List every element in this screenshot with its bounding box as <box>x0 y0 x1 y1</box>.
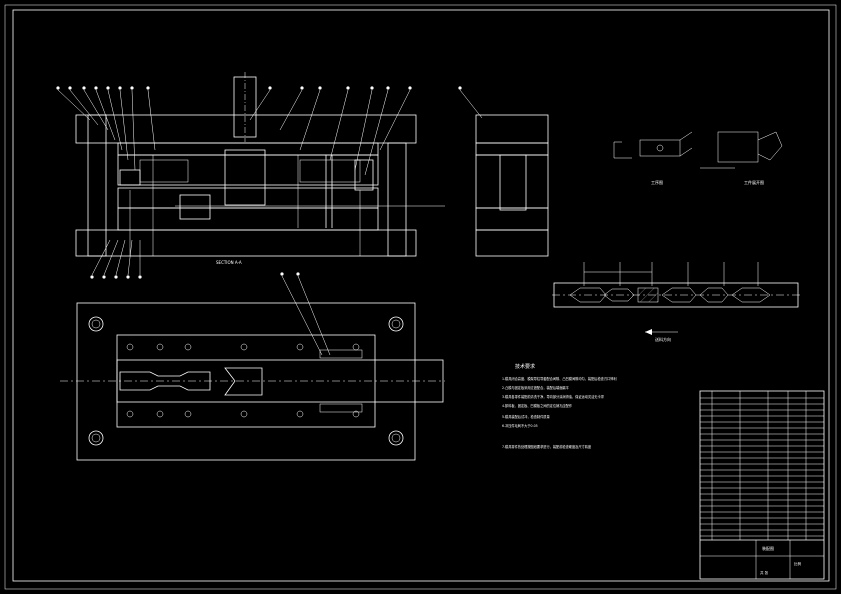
balloon-dot <box>118 86 122 90</box>
leader-lines-bottom <box>91 239 141 276</box>
balloon-dot <box>82 86 86 90</box>
balloon-dot <box>94 86 98 90</box>
tech-requirement-item: 1.模具闭合高度、模架导柱导套配合间隙、凸凹模间隙均匀，装配后检查刃口锋利 <box>502 376 617 381</box>
balloon-dot <box>102 275 106 279</box>
tech-requirement-item: 7.模具零件热处理按图纸要求进行，装配前检查硬度及尺寸精度 <box>502 444 592 449</box>
balloon-dot <box>458 86 462 90</box>
tech-requirement-item: 6.冲压件毛刺不大于0.05 <box>502 423 538 428</box>
balloon-dot <box>408 86 412 90</box>
side-view <box>459 89 549 257</box>
process-caption-left: 工序图 <box>651 179 663 185</box>
title-block-sheet: 共 张 <box>760 570 769 575</box>
balloon-dot <box>386 86 390 90</box>
balloon-dot <box>346 86 350 90</box>
balloon-dot <box>130 86 134 90</box>
balloon-dot <box>114 275 118 279</box>
balloon-dot <box>280 272 284 276</box>
balloon-dot <box>370 86 374 90</box>
parts-list: 装配图 比例 共 张 <box>699 390 825 580</box>
balloon-dot <box>138 275 142 279</box>
strip-layout: 送料方向 <box>552 262 800 342</box>
section-view: SECTION A-A <box>57 72 445 276</box>
balloon-dot <box>106 86 110 90</box>
inner-frame <box>12 9 830 582</box>
tech-requirements-title: 技术要求 <box>515 363 535 370</box>
balloon-dot <box>146 86 150 90</box>
tech-requirements: 技术要求 1.模具闭合高度、模架导柱导套配合间隙、凸凹模间隙均匀，装配后检查刃口… <box>502 363 617 449</box>
tech-requirement-item: 3.模具各零件装配前清洗干净，导向部分涂润滑油，保证运动灵活无卡滞 <box>502 394 605 399</box>
process-sketches: 工序图 工件展开图 <box>613 131 783 185</box>
balloon-dot <box>56 86 60 90</box>
tech-requirement-item: 5.模具装配后试冲，检查制件质量 <box>502 414 550 419</box>
balloon-dot <box>318 86 322 90</box>
balloon-dot <box>296 272 300 276</box>
title-block-scale: 比例 <box>794 561 802 566</box>
title-block-name: 装配图 <box>762 545 774 551</box>
plan-view <box>60 275 445 461</box>
balloon-dot <box>268 86 272 90</box>
tech-requirement-item: 2.凸模与固定板采用过渡配合，装配后端面磨平 <box>502 385 570 390</box>
balloon-dot <box>300 86 304 90</box>
section-caption: SECTION A-A <box>216 260 242 265</box>
tech-requirement-item: 4.卸料板、固定板、凹模板之间的定位销孔应配作 <box>502 403 573 408</box>
process-caption-right: 工件展开图 <box>744 179 764 185</box>
balloon-dot <box>90 275 94 279</box>
balloon-dot <box>126 275 130 279</box>
balloon-dot <box>68 86 72 90</box>
outer-frame <box>4 4 837 590</box>
leader-lines-top <box>57 89 411 176</box>
part-balloons <box>56 86 462 279</box>
feed-direction-label: 送料方向 <box>655 336 671 342</box>
